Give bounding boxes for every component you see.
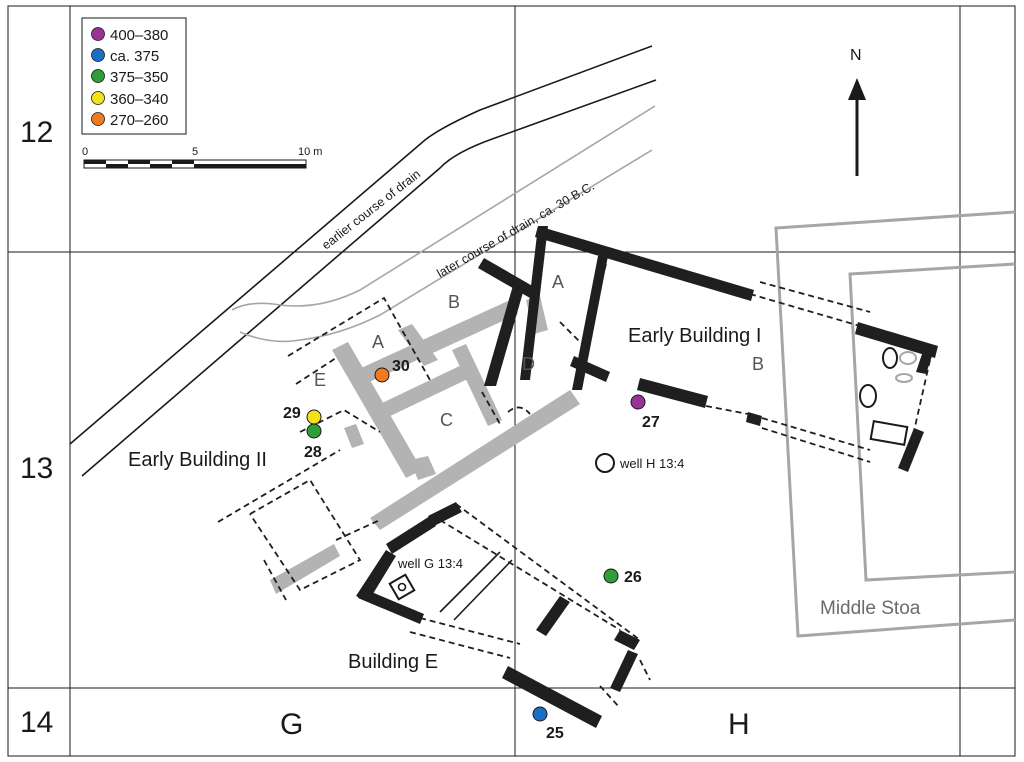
well-g-marker	[388, 573, 416, 601]
room-label: B	[448, 292, 460, 312]
stoa-inner-outline	[848, 262, 1016, 582]
legend-swatch	[91, 91, 105, 105]
legend-swatch	[91, 69, 105, 83]
well-g-label: well G 13:4	[397, 556, 463, 571]
grid-row-label-14: 14	[20, 706, 53, 739]
room-label: A	[372, 332, 384, 352]
earlier-drain-line	[69, 45, 653, 445]
drains	[69, 45, 657, 477]
deposit-marker	[603, 568, 619, 584]
room-label: B	[752, 354, 764, 374]
grid-col-label-g: G	[280, 708, 303, 741]
scale-tick-label: 10 m	[298, 146, 322, 158]
middle-stoa	[774, 210, 1016, 638]
grid-row-label-13: 13	[20, 452, 53, 485]
legend-swatch	[91, 48, 105, 62]
room-label: D	[522, 354, 535, 374]
well-h-label: well H 13:4	[619, 456, 684, 471]
map-frame	[7, 5, 1016, 757]
scale-tick-label: 5	[192, 146, 198, 158]
room-label: A	[552, 272, 564, 292]
earlier-drain-line	[81, 79, 657, 477]
deposit-marker	[630, 394, 646, 410]
stoa-outer-outline	[774, 210, 1016, 638]
later-drain-label: later course of drain, ca. 30 B.C.	[435, 179, 597, 281]
early-building-2-foundations	[270, 296, 580, 594]
standing-walls	[356, 226, 938, 728]
scale-tick-label: 0	[82, 146, 88, 158]
room-label: E	[314, 370, 326, 390]
deposit-marker	[374, 367, 390, 383]
building-e-label: Building E	[348, 651, 438, 673]
deposit-marker	[306, 423, 322, 439]
deposit-marker	[532, 706, 548, 722]
deposit-number: 28	[304, 444, 322, 461]
wells: well H 13:4 well G 13:4	[388, 453, 684, 601]
grid-col-label-h: H	[728, 708, 750, 741]
deposit-number: 30	[392, 358, 410, 375]
legend-label: 375–350	[110, 69, 168, 86]
dashed-walls	[217, 263, 931, 709]
floor-features	[859, 347, 917, 446]
grid-lines	[7, 5, 1016, 757]
north-label: N	[850, 47, 862, 64]
earlier-drain-label: earlier course of drain	[319, 167, 423, 252]
deposit-number: 29	[283, 405, 301, 422]
deposits: 30 29 28 27 26 25	[283, 358, 660, 742]
legend-label: ca. 375	[110, 48, 159, 65]
later-drain-line	[239, 149, 653, 343]
deposit-marker	[306, 409, 322, 425]
legend-label: 360–340	[110, 91, 168, 108]
scale-bar: 0 5 10 m	[82, 146, 322, 169]
early-building-2-label: Early Building II	[128, 449, 267, 471]
legend-label: 270–260	[110, 112, 168, 129]
grid-row-label-12: 12	[20, 116, 53, 149]
later-drain-line	[231, 105, 656, 311]
early-building-1-label: Early Building I	[628, 325, 761, 347]
deposit-number: 27	[642, 414, 660, 431]
north-arrow: N	[848, 47, 866, 176]
legend: 400–380 ca. 375 375–350 360–340 270–260	[81, 17, 187, 135]
deposit-number: 25	[546, 725, 564, 742]
well-h-marker	[595, 453, 615, 473]
middle-stoa-label: Middle Stoa	[820, 598, 921, 619]
building-e-interior	[439, 551, 513, 621]
legend-swatch	[91, 27, 105, 41]
deposit-number: 26	[624, 569, 642, 586]
legend-label: 400–380	[110, 27, 168, 44]
room-label: C	[440, 410, 453, 430]
legend-swatch	[91, 112, 105, 126]
